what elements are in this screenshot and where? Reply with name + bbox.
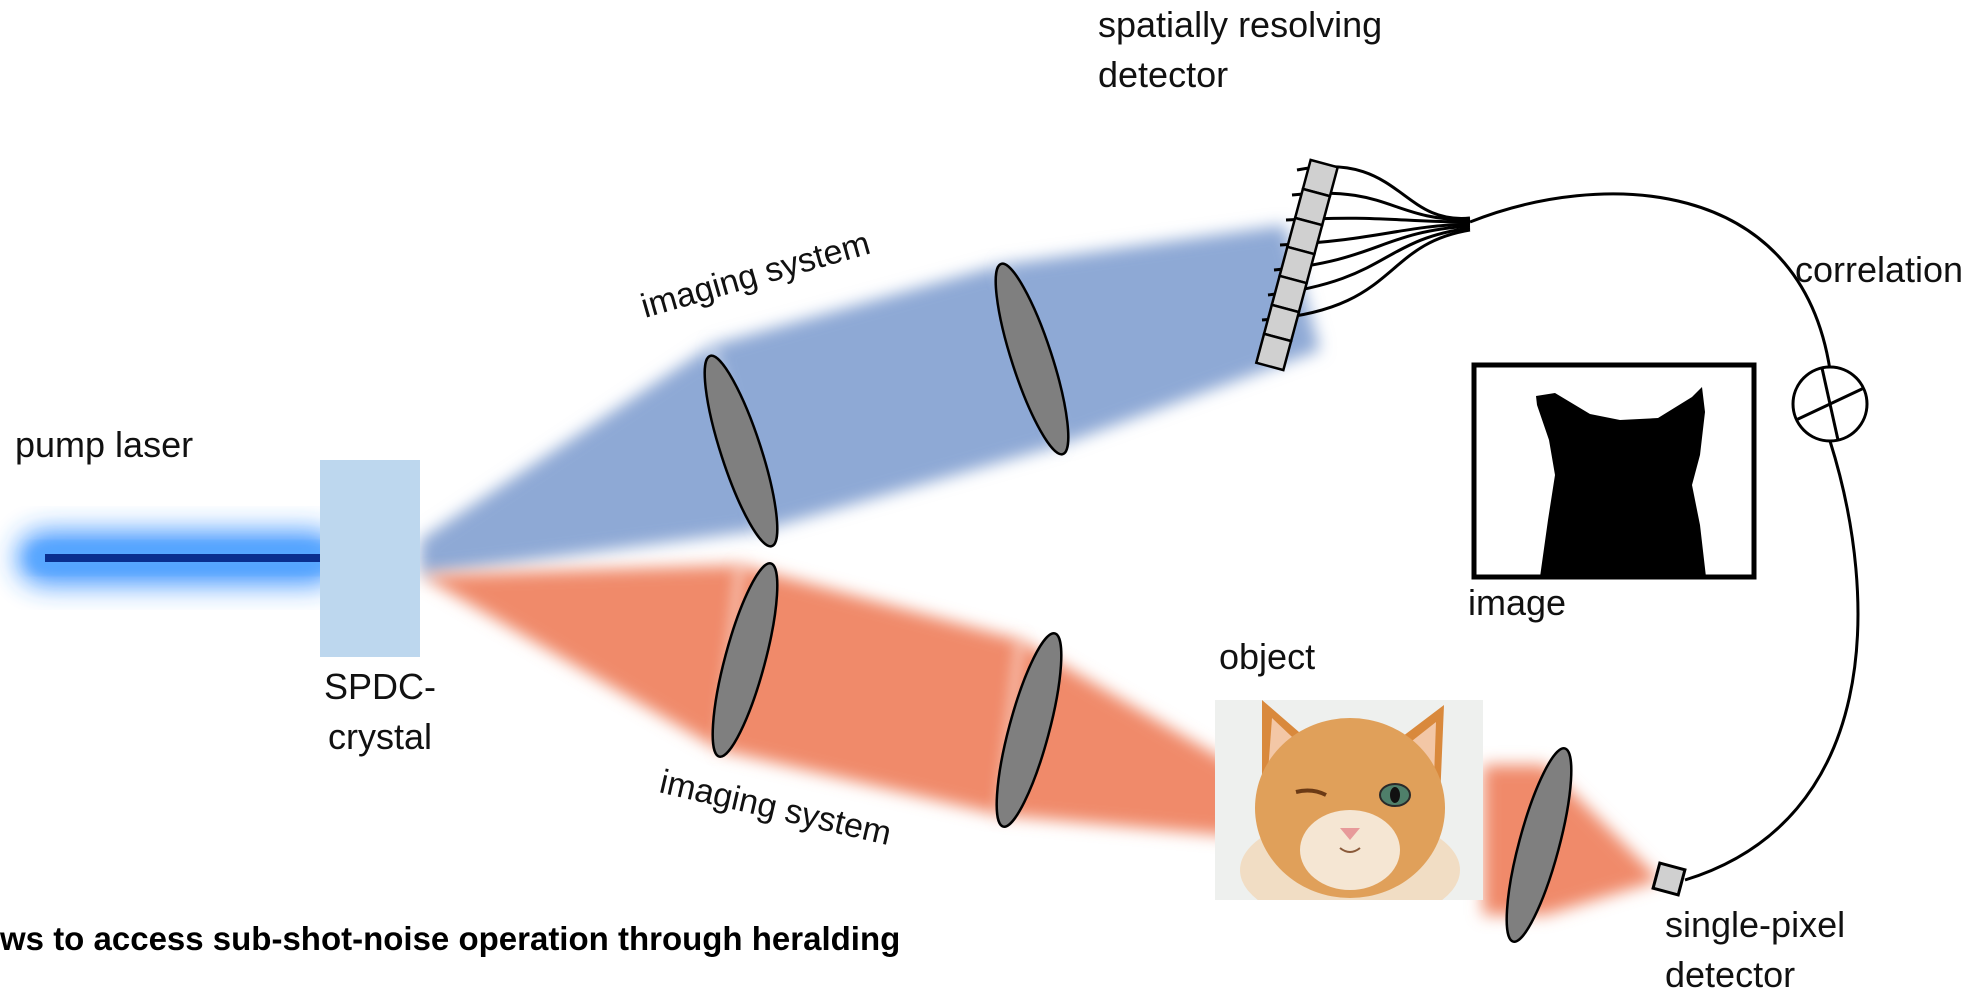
label-spatial-detector-line1: spatially resolving <box>1098 4 1383 45</box>
figure-caption: ws to access sub-shot-noise operation th… <box>0 920 901 957</box>
upper-beam <box>420 225 1320 575</box>
cable-to-single-pixel <box>1684 440 1860 882</box>
lens-detector <box>1505 747 1573 943</box>
lens-lower-1 <box>711 562 779 758</box>
label-single-pixel-line2: detector <box>1665 954 1796 995</box>
cat-silhouette <box>1536 387 1706 577</box>
label-correlation: correlation <box>1795 249 1964 290</box>
label-single-pixel-line1: single-pixel <box>1665 904 1846 945</box>
image-frame <box>1471 362 1757 580</box>
correlation-icon <box>1791 365 1869 443</box>
label-spdc-line1: SPDC- <box>323 666 436 707</box>
spatially-resolving-detector <box>1254 158 1832 372</box>
label-image: image <box>1468 582 1567 623</box>
pump-laser-beam <box>18 532 340 584</box>
label-spdc-line2: crystal <box>327 716 432 757</box>
single-pixel-detector <box>1651 861 1687 897</box>
lens-lower-2 <box>995 632 1063 828</box>
label-spatial-detector-line2: detector <box>1098 54 1229 95</box>
object-cat-photo <box>1215 700 1483 900</box>
lens-upper-2 <box>994 262 1070 456</box>
label-object: object <box>1219 636 1316 677</box>
lens-upper-1 <box>703 354 779 548</box>
spdc-crystal <box>320 460 420 657</box>
label-pump-laser: pump laser <box>15 424 194 465</box>
